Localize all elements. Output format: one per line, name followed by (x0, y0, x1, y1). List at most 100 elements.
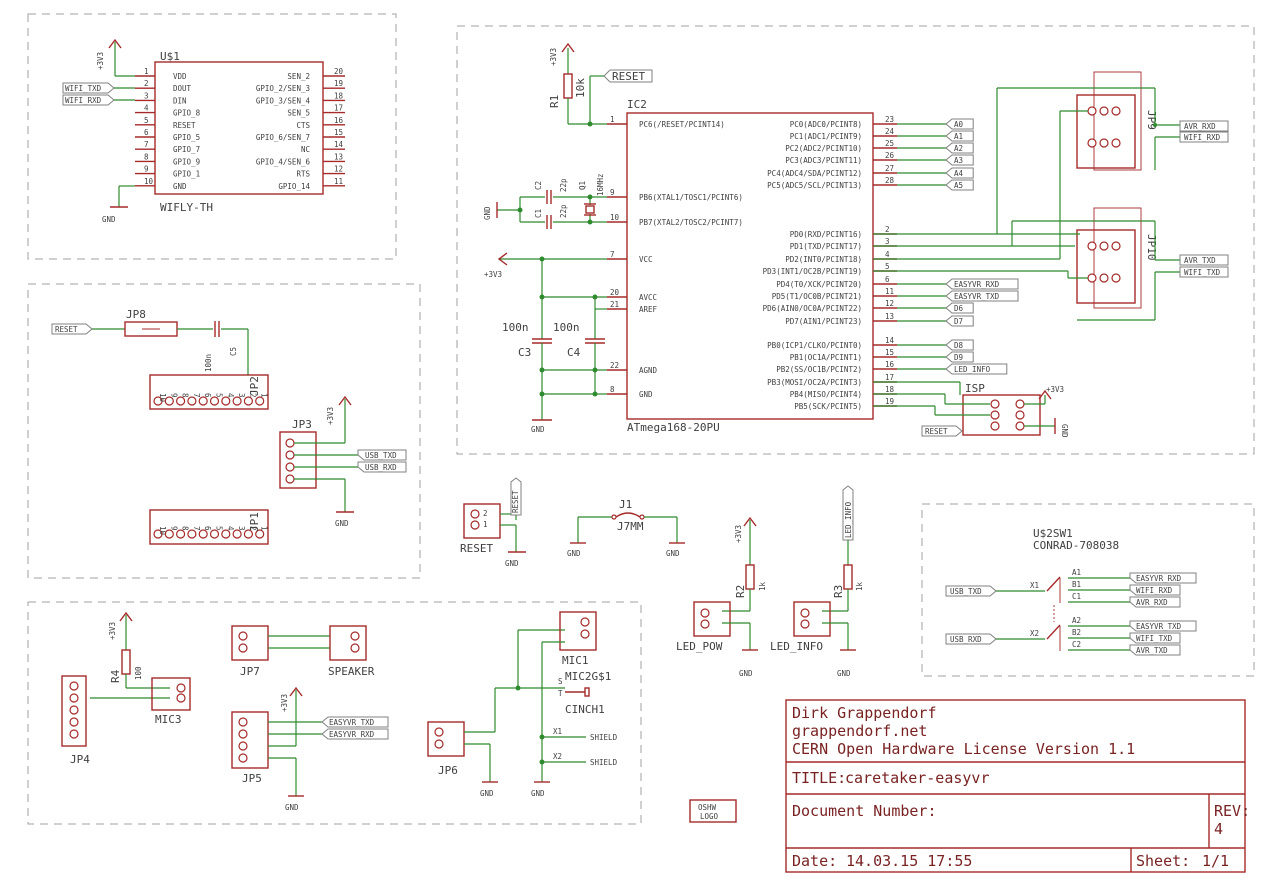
cinch-value: CINCH1 (565, 703, 605, 716)
shield-2: SHIELD (590, 758, 618, 767)
reset-jumper: 2 1 GND RESET RESET (460, 477, 526, 568)
jp5-header: JP5 +3V3 GND EASYVR_TXD EASYVR_RXD (231, 686, 389, 812)
wifly-pin-label: SEN_5 (287, 109, 310, 118)
mcu-uart-wires (873, 110, 1088, 279)
isp-v33-label: +3V3 (1046, 385, 1064, 394)
jp3-usb-rxd: USB_RXD (365, 463, 397, 472)
mcu-pin-label: PD1(TXD/PCINT17) (790, 242, 862, 251)
wifly-pin-num: 16 (334, 116, 344, 125)
header-pin-num: 3 (237, 526, 246, 531)
wifly-power-symbol: +3V3 (96, 38, 135, 77)
sw-easyvr-txd: EASYVR_TXD (1136, 622, 1182, 631)
jp10-avr-txd: AVR_TXD (1184, 256, 1216, 265)
header-pin-num: 4 (226, 526, 235, 531)
mcu-v33-label: +3V3 (484, 270, 502, 279)
wifly-pin-label: RTS (296, 170, 310, 179)
mcu-net-label: D9 (954, 353, 963, 362)
cinch-x1: X1 (553, 727, 562, 736)
q1-name: Q1 (578, 181, 587, 190)
mcu-value: ATmega168-20PU (627, 421, 720, 434)
sw-a2: A2 (1072, 616, 1081, 625)
mcu-pin-label: PD0(RXD/PCINT16) (790, 230, 862, 239)
q1-value: 16MHz (596, 173, 605, 196)
header-pin-num: 1 (260, 393, 269, 398)
license: CERN Open Hardware License Version 1.1 (792, 740, 1135, 758)
header-pin-num: 4 (226, 393, 235, 398)
cinch-t: T (558, 689, 563, 698)
sw-c2: C2 (1072, 640, 1081, 649)
mcu-pin-num: 9 (610, 188, 615, 197)
rev-value: 4 (1214, 820, 1223, 838)
sw-wifi-txd: WIFI_TXD (1136, 634, 1173, 643)
wifly-pin-num: 12 (334, 165, 343, 174)
title-block: Dirk Grappendorf grappendorf.net CERN Op… (785, 699, 1250, 873)
r3-name: R3 (832, 585, 845, 598)
mcu-net-label: A2 (954, 144, 963, 153)
header-pin-num: 6 (203, 526, 212, 531)
c5-name: C5 (229, 347, 238, 356)
wifly-pin-label: GPIO_14 (278, 182, 310, 191)
c1-value: 22p (559, 204, 568, 218)
mcu-pin-num: 14 (885, 336, 895, 345)
mcu-pin-num: 18 (885, 385, 895, 394)
mcu-pin-num: 17 (885, 373, 894, 382)
wifly-pin-label: GPIO_1 (173, 170, 200, 179)
led-info-name: LED_INFO (770, 640, 823, 653)
led-info-circuit: LED_INFO R3 1k GND LED_INFO (770, 485, 864, 678)
reset-jp-name: RESET (460, 542, 493, 555)
mcu-net-label: EASYVR_TXD (954, 292, 1000, 301)
wifly-pin-label: DIN (173, 96, 187, 105)
j1-value: J7MM (617, 520, 644, 533)
jp5-easyvr-rxd: EASYVR_RXD (329, 730, 375, 739)
mcu-pin-label: PB6(XTAL1/TOSC1/PCINT6) (639, 193, 743, 202)
header-pin-num: 5 (215, 526, 224, 531)
led-pow-name: LED_POW (676, 640, 723, 653)
mcu-pin-label: PB2(SS/OC1B/PCINT2) (776, 365, 862, 374)
jp10-connector: JP10 AVR_TXD WIFI_TXD (997, 207, 1229, 321)
jp6-gnd-label: GND (480, 789, 494, 798)
jp5-v33-label: +3V3 (280, 694, 289, 712)
mcu-pin-label: PB7(XTAL2/TOSC2/PCINT7) (639, 218, 743, 227)
reset-pin1: 1 (483, 520, 488, 529)
jp6-mic1-cinch: JP6 GND MIC1 S T MIC2G$1 CINCH1 X1 X2 SH… (427, 611, 618, 798)
mcu-pin-label: PD7(AIN1/PCINT23) (785, 317, 862, 326)
jp5-gnd-label: GND (285, 803, 299, 812)
mcu-pin-label: PD2(INT0/PCINT18) (785, 255, 862, 264)
wifly-pin-label: GPIO_9 (173, 157, 200, 166)
sw-x2: X2 (1030, 629, 1039, 638)
jp9-avr-rxd: AVR_RXD (1184, 122, 1216, 131)
cinch-x2: X2 (553, 752, 562, 761)
wifly-pin-num: 7 (144, 140, 149, 149)
mic3-name: MIC3 (155, 713, 182, 726)
audio-group-box (27, 601, 642, 825)
wifly-pin-num: 18 (334, 91, 344, 100)
wifly-pin-num: 9 (144, 165, 149, 174)
cinch-name: MIC2G$1 (565, 670, 611, 683)
mcu-pin-label: VCC (639, 255, 653, 264)
mcu-pin-label: PB1(OC1A/PCINT1) (790, 353, 862, 362)
mcu-pin-label: AGND (639, 366, 658, 375)
jp9-wifi-rxd: WIFI_RXD (1184, 133, 1221, 142)
header-pin-num: 10 (158, 526, 167, 536)
isp-name: ISP (965, 382, 985, 395)
mcu-pin-num: 24 (885, 127, 895, 136)
mcu-pin-num: 23 (885, 115, 894, 124)
sw-x1: X1 (1030, 581, 1039, 590)
jp8-reset-label: RESET (55, 325, 78, 334)
sw-a1: A1 (1072, 568, 1081, 577)
mcu-pin-num: 19 (885, 397, 894, 406)
mcu-group-box (456, 25, 1255, 455)
r3-value: 1k (855, 581, 864, 591)
wifly-pin-label: GPIO_4/SEN_6 (256, 157, 311, 166)
mcu-pin-num: 8 (610, 385, 615, 394)
r1-reset-label: RESET (612, 70, 645, 83)
mcu-pin-label: PC6(/RESET/PCINT14) (639, 120, 725, 129)
header-pin-num: 10 (158, 393, 167, 403)
mcu-pin-label: PC1(ADC1/PCINT9) (790, 132, 862, 141)
wifly-pin-label: GPIO_6/SEN_7 (256, 133, 310, 142)
header-pin-num: 1 (260, 526, 269, 531)
mcu-pin-num: 2 (885, 225, 890, 234)
jp9-name: JP9 (1145, 110, 1158, 130)
mcu-pin-num: 10 (610, 213, 620, 222)
wifly-pin-num: 11 (334, 177, 343, 186)
